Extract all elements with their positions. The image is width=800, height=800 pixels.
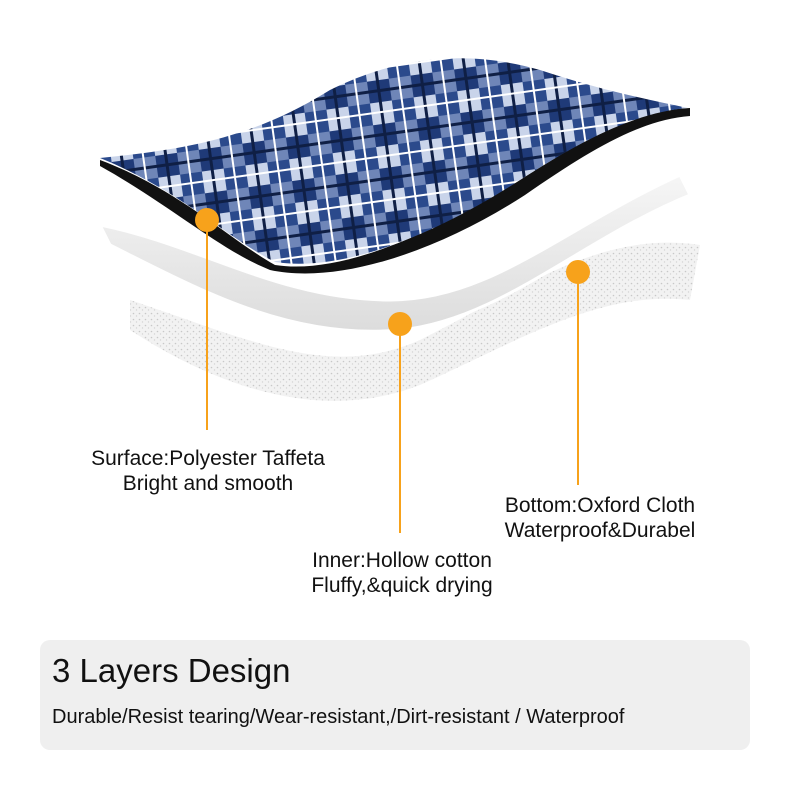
footer-subtitle: Durable/Resist tearing/Wear-resistant,/D… <box>52 706 625 728</box>
inner-callout-dot <box>388 312 412 336</box>
inner-layer-shape <box>97 173 693 333</box>
surface-callout-dot <box>195 208 219 232</box>
surface-edge <box>100 108 690 274</box>
bottom-callout-dot <box>566 260 590 284</box>
footer-title: 3 Layers Design <box>52 652 291 689</box>
inner-layer-subtitle: Fluffy,&quick drying <box>311 574 493 597</box>
footer-panel: 3 Layers Design Durable/Resist tearing/W… <box>40 640 750 750</box>
inner-layer-title: Inner:Hollow cotton <box>312 549 492 572</box>
surface-layer-title: Surface:Polyester Taffeta <box>91 447 325 470</box>
surface-layer-shape <box>100 58 688 264</box>
bottom-layer-subtitle: Waterproof&Durabel <box>504 519 696 542</box>
bottom-layer-label: Bottom:Oxford Cloth Waterproof&Durabel <box>470 493 730 543</box>
surface-layer-label: Surface:Polyester Taffeta Bright and smo… <box>58 446 358 496</box>
surface-layer-subtitle: Bright and smooth <box>122 472 294 495</box>
bottom-layer-title: Bottom:Oxford Cloth <box>504 494 696 517</box>
bottom-layer-shape <box>130 242 700 401</box>
inner-layer-label: Inner:Hollow cotton Fluffy,&quick drying <box>252 548 552 598</box>
layers-illustration <box>97 58 700 533</box>
